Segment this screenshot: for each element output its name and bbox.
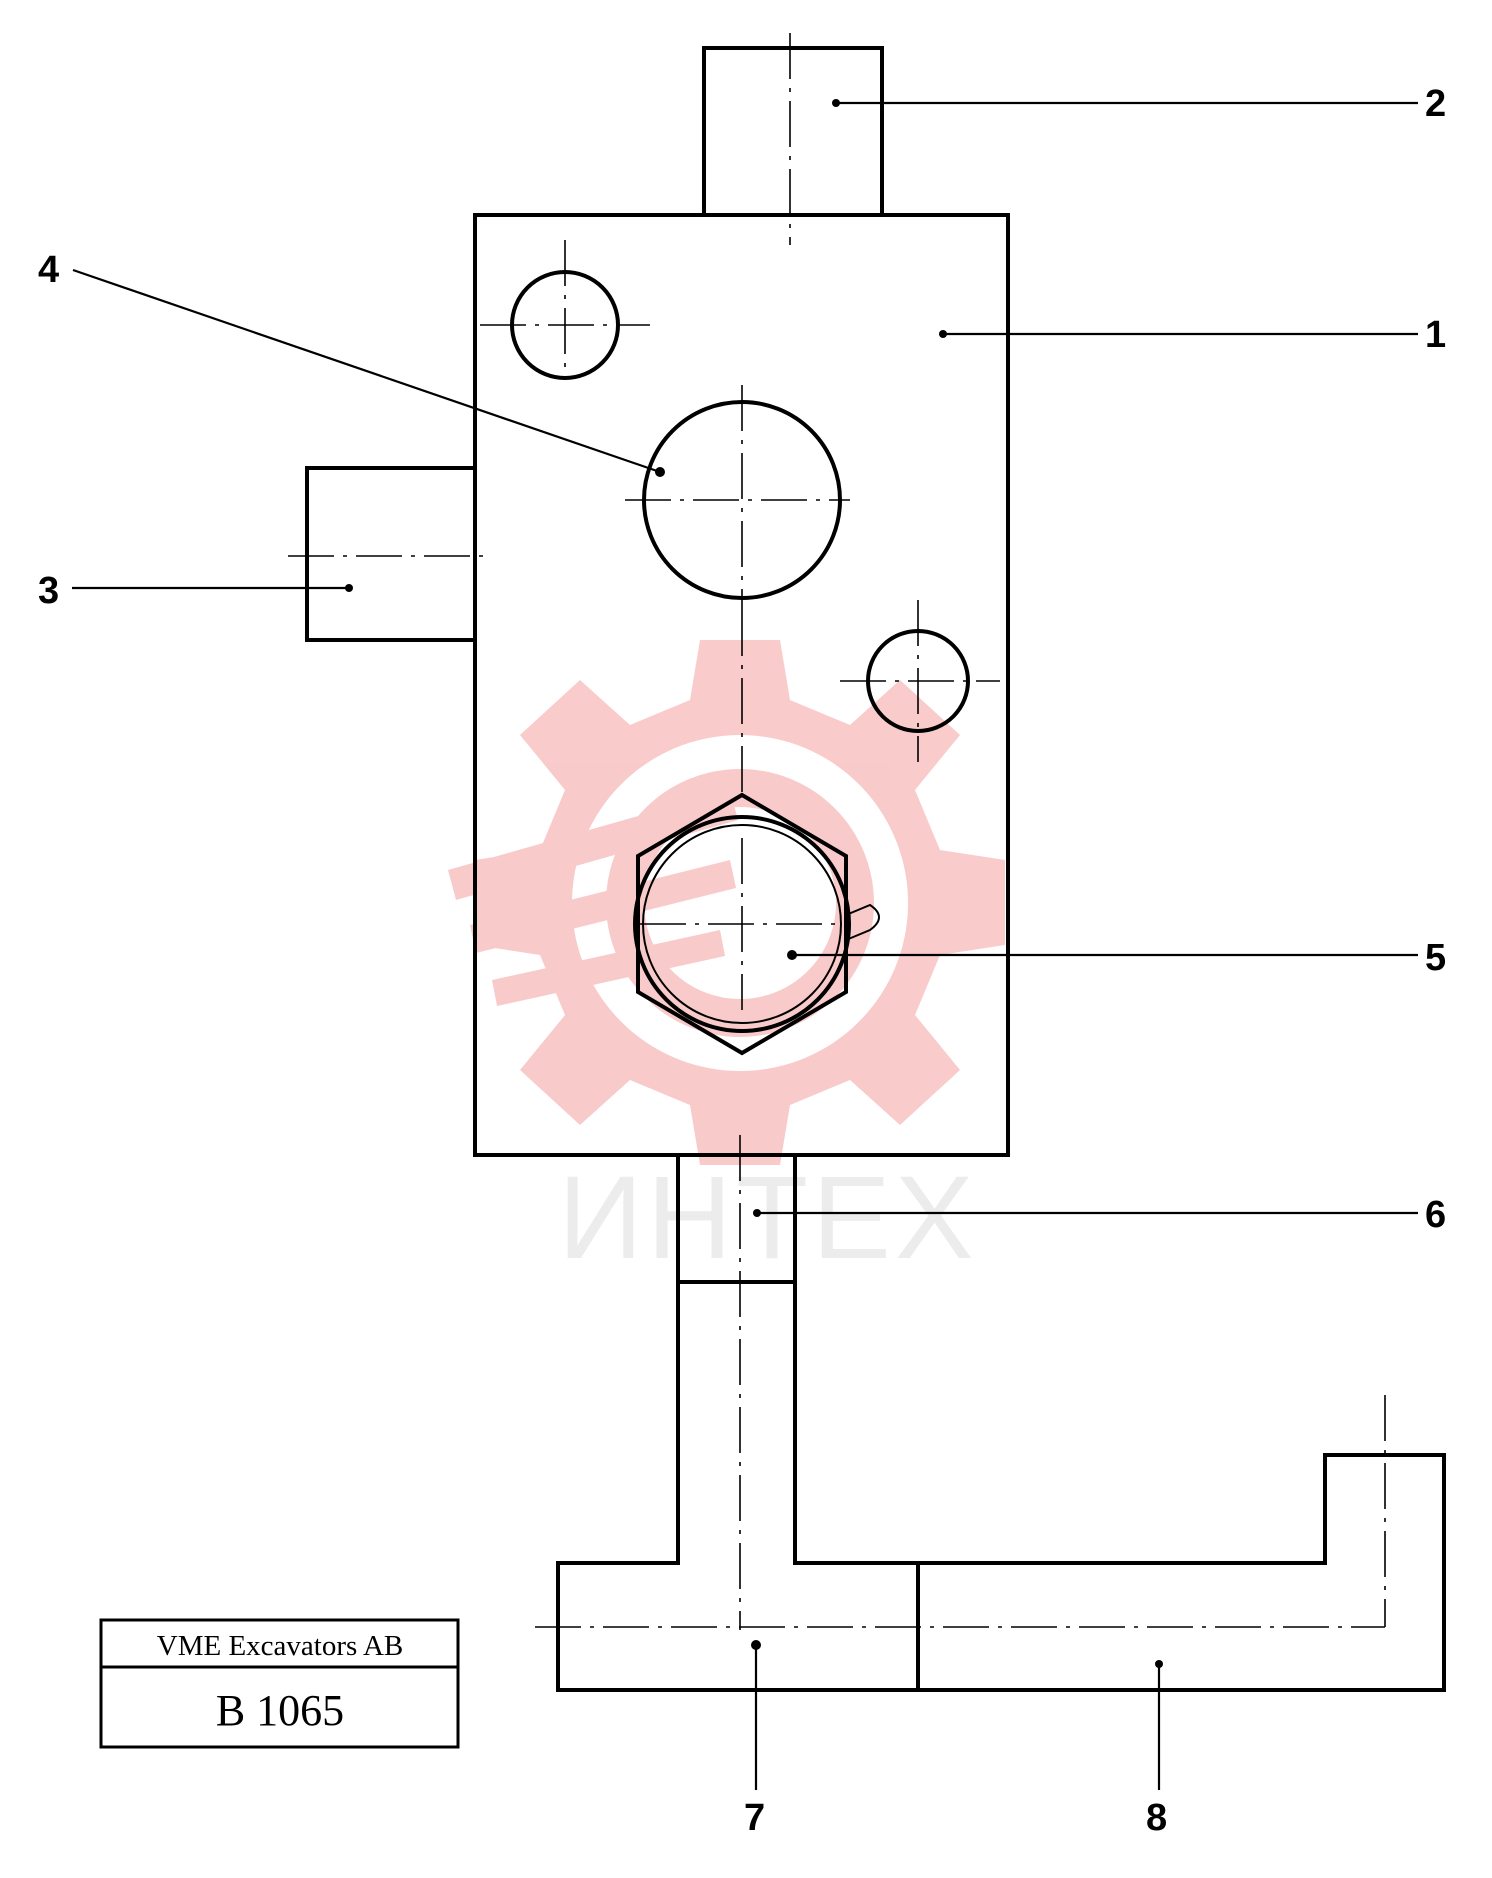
callout-1: 1 [1425, 314, 1446, 356]
vertical-pipe-right-wall [793, 1282, 1446, 1692]
callout-labels: 1 2 3 4 5 6 7 8 [38, 83, 1446, 1839]
vertical-pipe-left-wall [556, 1282, 920, 1692]
title-block-code: B 1065 [216, 1686, 344, 1735]
callout-2: 2 [1425, 83, 1446, 125]
bottom-adapter [676, 1153, 797, 1284]
top-port-fitting [702, 46, 884, 215]
callout-5: 5 [1425, 937, 1446, 979]
callout-3: 3 [38, 570, 59, 612]
title-block: VME Excavators AB B 1065 [99, 1618, 460, 1749]
callout-6: 6 [1425, 1194, 1446, 1236]
watermark-speed-lines [448, 790, 738, 1006]
hex-plug-outer-ring [633, 815, 851, 1033]
large-bore [642, 400, 842, 600]
watermark-gear-icon [475, 640, 1005, 1165]
leader-4 [72, 268, 661, 474]
hex-plug-tab [845, 903, 880, 941]
callout-7: 7 [744, 1797, 765, 1839]
watermark-gear-inner-ring [606, 769, 874, 1037]
watermark-text: ИНТЕХ [558, 1152, 978, 1284]
callout-4: 4 [38, 249, 59, 291]
hex-plug [636, 792, 848, 1056]
watermark-gear-logo: ИНТЕХ [448, 640, 1005, 1284]
leader-lines [72, 99, 1418, 1790]
callout-8: 8 [1146, 1797, 1167, 1839]
left-port-fitting [305, 466, 475, 642]
title-block-company: VME Excavators AB [157, 1630, 403, 1662]
